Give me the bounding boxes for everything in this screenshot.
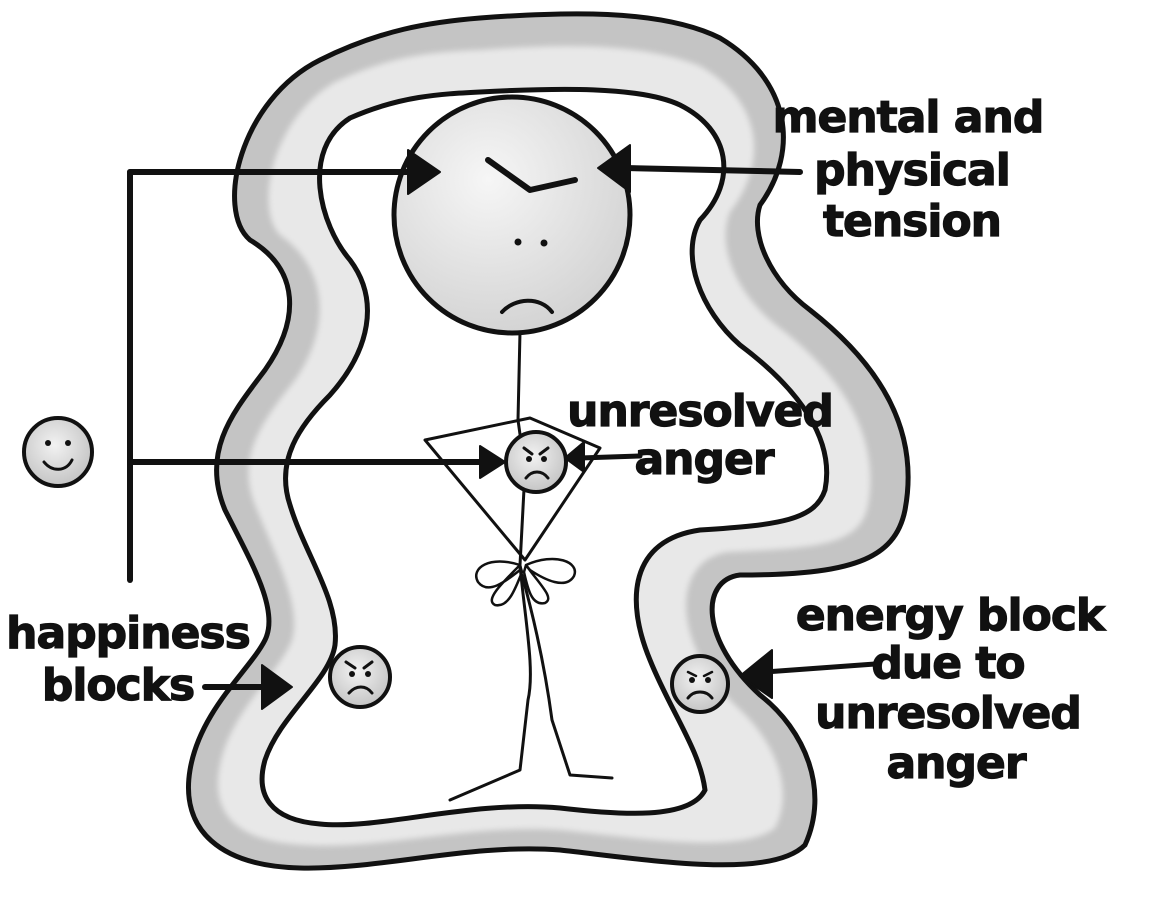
- arrow-energy-line: [762, 661, 878, 675]
- right-leg: [520, 573, 614, 780]
- smiling-face-icon: [22, 416, 94, 488]
- label-happiness-line2: blocks: [42, 660, 194, 711]
- furrowed-brow: [485, 157, 578, 193]
- arrow-tension-line: [622, 165, 803, 175]
- label-tension-line2: physical: [814, 145, 1010, 196]
- frown-mouth: [500, 298, 554, 314]
- left-eye: [514, 238, 522, 246]
- label-tension-line3: tension: [823, 196, 1001, 247]
- connector-lines: [127, 144, 878, 710]
- label-energy-line3: unresolved: [815, 688, 1081, 739]
- label-energy-line2: due to: [871, 638, 1024, 689]
- arrowhead-head-right: [597, 144, 631, 193]
- label-happiness-line1: happiness: [6, 608, 250, 659]
- arrowhead-happiness: [261, 664, 293, 710]
- arrowhead-heart: [479, 445, 506, 479]
- right-eye: [540, 239, 548, 247]
- left-leg: [448, 563, 532, 802]
- sad-face-icon: [670, 654, 730, 714]
- arrowhead-head-left: [407, 149, 441, 195]
- label-happiness: happiness blocks: [6, 607, 252, 711]
- label-energy: energy block due to unresolved anger: [795, 589, 1108, 789]
- angry-face-icon: [504, 430, 568, 494]
- label-energy-line4: anger: [886, 738, 1026, 789]
- label-anger-line2: anger: [634, 434, 774, 485]
- waist-bow: [475, 557, 577, 607]
- arrowhead-energy: [739, 649, 773, 699]
- label-anger-line1: unresolved: [567, 386, 833, 437]
- label-energy-line1: energy block: [796, 590, 1107, 641]
- label-tension: mental and physical tension: [772, 91, 1045, 247]
- arrowhead-anger: [564, 441, 585, 473]
- head: [391, 94, 633, 336]
- label-tension-line1: mental and: [773, 92, 1044, 143]
- stick-figure: [391, 94, 633, 802]
- arrow-anger-line: [577, 453, 643, 461]
- label-anger: unresolved anger: [567, 385, 835, 485]
- angry-face-icon: [328, 645, 392, 709]
- shoulder-outline: [423, 416, 602, 562]
